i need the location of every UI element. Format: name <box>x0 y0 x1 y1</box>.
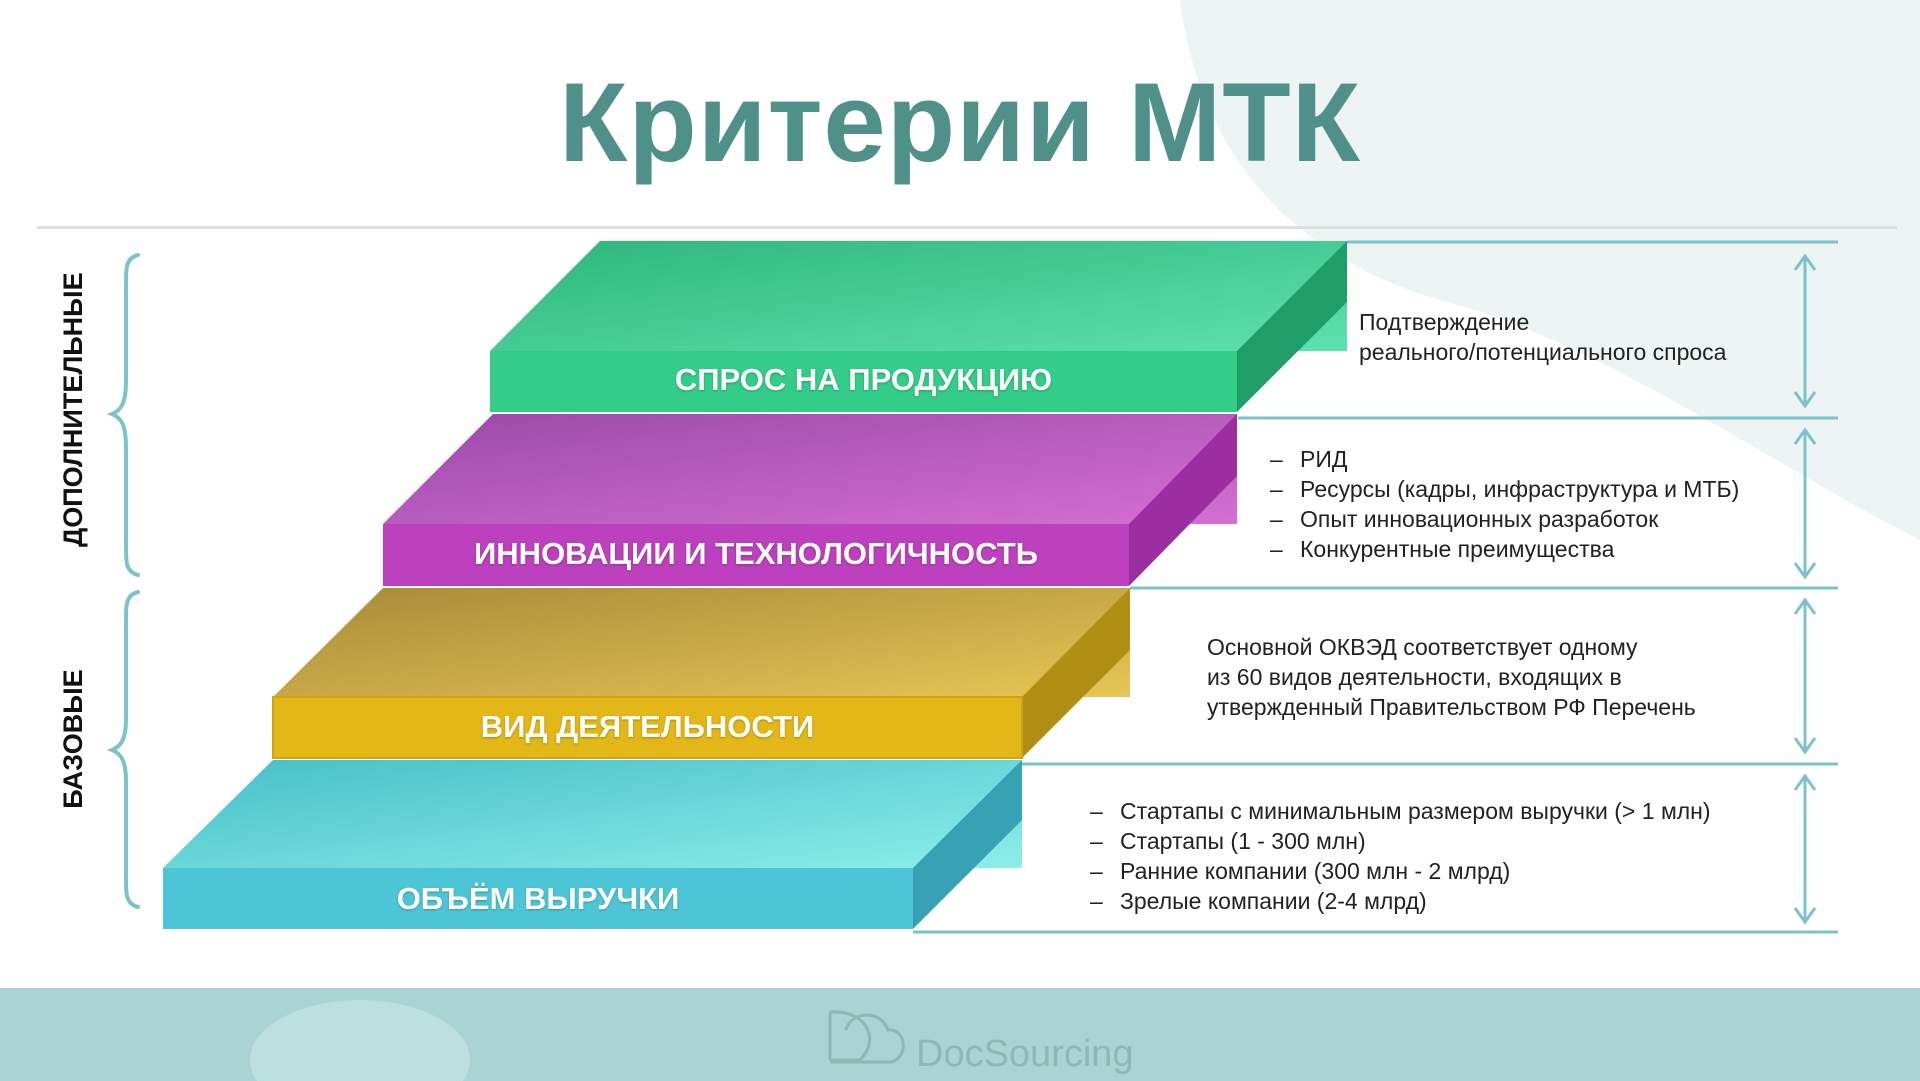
description-line: Основной ОКВЭД соответствует одному <box>1207 634 1638 660</box>
step-innovation-label: ИННОВАЦИИ И ТЕХНОЛОГИЧНОСТЬ <box>474 536 1038 571</box>
step-activity <box>272 588 1130 759</box>
description-line: Подтверждение <box>1359 309 1530 335</box>
bullet-item: Зрелые компании (2-4 млрд) <box>1090 886 1711 916</box>
background-swoosh <box>1180 0 1920 540</box>
step-revenue-front <box>163 868 913 929</box>
guide-lines <box>913 240 1838 934</box>
step-innovation <box>383 414 1237 586</box>
step-activity-label: ВИД ДЕЯТЕЛЬНОСТИ <box>480 709 815 744</box>
step-activity-front <box>272 696 1023 759</box>
range-arrows <box>1793 253 1817 925</box>
title-divider <box>37 226 1897 229</box>
step-demand-side <box>1237 241 1347 412</box>
bullet-item: Опыт инновационных разработок <box>1270 504 1739 534</box>
bullet-item: Ранние компании (300 млн - 2 млрд) <box>1090 856 1711 886</box>
step-revenue-description: Стартапы с минимальным размером выручки … <box>1090 796 1711 916</box>
range-arrow <box>1793 773 1817 925</box>
step-demand-front <box>490 351 1237 412</box>
page-title: Критерии МТК <box>558 60 1362 185</box>
side-label-additional: ДОПОЛНИТЕЛЬНЫЕ <box>58 272 88 547</box>
step-revenue-label: ОБЪЁМ ВЫРУЧКИ <box>396 881 680 916</box>
step-revenue <box>163 760 1022 929</box>
bullet-item: Стартапы с минимальным размером выручки … <box>1090 796 1711 826</box>
side-label-basic: БАЗОВЫЕ <box>58 669 88 809</box>
step-demand-top <box>490 241 1347 351</box>
range-arrow <box>1793 597 1817 755</box>
step-revenue-top <box>163 760 1022 868</box>
brace-lower <box>106 590 140 909</box>
bullet-item: Стартапы (1 - 300 млн) <box>1090 826 1711 856</box>
step-demand-description: Подтверждение реального/потенциального с… <box>1359 307 1726 367</box>
step-activity-side <box>1022 588 1130 758</box>
bullet-item: РИД <box>1270 444 1739 474</box>
step-innovation-front <box>383 524 1129 586</box>
description-line: из 60 видов деятельности, входящих в <box>1207 664 1622 690</box>
range-arrow <box>1793 427 1817 580</box>
bullet-item: Конкурентные преимущества <box>1270 534 1739 564</box>
brace-upper <box>106 253 140 577</box>
step-revenue-side <box>913 760 1022 929</box>
step-innovation-side <box>1129 414 1237 586</box>
step-demand <box>490 241 1347 412</box>
braces <box>106 253 140 909</box>
brand-logo-icon <box>828 1010 905 1064</box>
footer-cloud <box>250 1000 470 1081</box>
brand-name: DocSourcing <box>916 1033 1134 1075</box>
step-activity-top <box>273 588 1130 697</box>
range-arrow <box>1793 253 1817 409</box>
step-innovation-description: РИД Ресурсы (кадры, инфраструктура и МТБ… <box>1270 444 1739 564</box>
step-innovation-top <box>383 414 1237 524</box>
step-demand-label: СПРОС НА ПРОДУКЦИЮ <box>674 362 1053 397</box>
bullet-item: Ресурсы (кадры, инфраструктура и МТБ) <box>1270 474 1739 504</box>
step-activity-description: Основной ОКВЭД соответствует одному из 6… <box>1207 632 1696 722</box>
description-line: утвержденный Правительством РФ Перечень <box>1207 694 1696 720</box>
description-line: реального/потенциального спроса <box>1359 339 1727 365</box>
